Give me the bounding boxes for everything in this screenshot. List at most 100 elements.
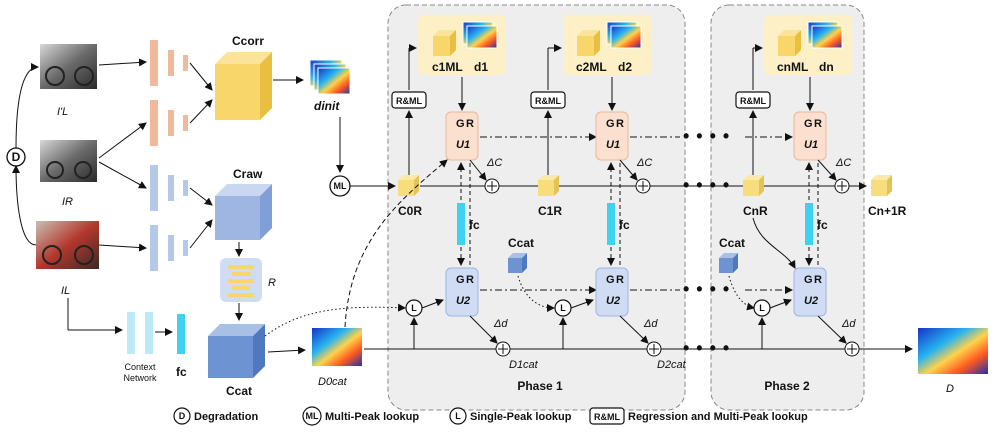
dotted-ccat-to-l2	[517, 275, 555, 312]
label-i-l: IL	[61, 285, 70, 297]
ellipsis-top: • • • •	[683, 126, 730, 146]
gru2-g-3: G	[804, 274, 813, 286]
label-dn: dn	[819, 60, 834, 74]
c0r-cube	[398, 175, 419, 196]
c1ml-cube	[433, 30, 456, 56]
gru1-block-1	[445, 111, 479, 161]
legend-symbol-rml	[589, 407, 625, 425]
fc-bar-3	[805, 203, 813, 245]
legend-symbol-l-text: L	[455, 411, 461, 421]
legend-symbol-ml	[302, 406, 322, 426]
legend-symbol-d-text: D	[179, 411, 186, 421]
gru1-block-2	[595, 111, 629, 161]
edge-ccat-to-d0cat	[267, 346, 306, 355]
label-c0r: C0R	[398, 204, 422, 218]
label-c-cat-phase2: Ccat	[719, 236, 745, 250]
degradation-node-label: D	[12, 150, 21, 164]
input-image-i-prime-l	[40, 44, 97, 89]
plus-node-disp-3	[844, 341, 860, 357]
rml-box-2	[530, 91, 566, 109]
gru2-u-2: U2	[606, 295, 620, 307]
d2-stack	[606, 21, 642, 49]
l-node-3-label: L	[759, 303, 765, 313]
legend-text-degradation: Degradation	[194, 411, 258, 423]
dotted-ccat-to-l3	[728, 275, 755, 311]
gru1-u-1: U1	[456, 139, 470, 151]
dashed-d0cat-to-gru1	[344, 159, 448, 328]
edge-gru2-1-to-plus	[469, 315, 498, 344]
legend-symbol-d	[173, 407, 191, 425]
label-c1r: C1R	[538, 204, 562, 218]
fc-encoder-bar	[177, 314, 185, 354]
gru2-r-1: R	[466, 274, 474, 286]
phase1-title: Phase 1	[517, 379, 563, 393]
gru2-g-2: G	[606, 274, 615, 286]
label-context-network-2: Network	[123, 373, 157, 383]
label-d1: d1	[474, 60, 488, 74]
label-fc-2: fc	[619, 218, 630, 232]
feature-extractor-orange	[150, 40, 188, 146]
legend-text-rml: Regression and Multi-Peak lookup	[628, 411, 808, 423]
plus-node-state-2	[635, 178, 651, 194]
label-refine: R	[268, 277, 276, 289]
label-c1ml: c1ML	[432, 60, 463, 74]
label-cnml: cnML	[777, 60, 808, 74]
rml-label-2: R&ML	[535, 96, 561, 106]
l-node-2-label: L	[560, 303, 566, 313]
delta-d-2: Δd	[643, 318, 658, 330]
edge-l1-to-gru2	[421, 298, 444, 309]
c-corr-cube	[215, 52, 272, 120]
gru2-block-3	[793, 267, 827, 317]
edge-il-to-d	[12, 165, 37, 246]
gru2-block-2	[595, 267, 629, 317]
fc-bar-1	[457, 203, 465, 245]
label-context-network-1: Context	[124, 362, 156, 372]
label-fc-1: fc	[469, 218, 480, 232]
rml-label-1: R&ML	[396, 96, 422, 106]
rml-box-1	[391, 91, 427, 109]
gru2-u-1: U2	[456, 295, 470, 307]
label-c-cat-encoder: Ccat	[226, 384, 252, 398]
context-network-bars	[127, 312, 153, 354]
label-c2ml: c2ML	[576, 60, 607, 74]
plus-node-state-1	[484, 178, 500, 194]
phase2-title: Phase 2	[764, 379, 810, 393]
label-output: D	[946, 383, 954, 395]
gru1-g-2: G	[606, 118, 615, 130]
label-d2cat: D2cat	[657, 359, 687, 371]
plus-node-disp-2	[646, 341, 662, 357]
label-d-init: dinit	[314, 99, 340, 113]
feature-extractor-blue	[150, 165, 188, 271]
fc-bar-2	[607, 203, 615, 245]
gru1-r-3: R	[814, 118, 822, 130]
edge-gru2-3-to-plus	[817, 315, 847, 344]
gru1-u-3: U1	[804, 139, 818, 151]
c1r-cube	[538, 175, 559, 196]
l-node-1-label: L	[411, 303, 417, 313]
gru2-g-1: G	[456, 274, 465, 286]
legend-symbol-l	[449, 407, 467, 425]
gru1-r-1: R	[466, 118, 474, 130]
label-cnr: CnR	[743, 204, 768, 218]
label-fc-3: fc	[817, 218, 828, 232]
d0cat-image	[312, 328, 362, 366]
c-cat-cube	[208, 324, 265, 378]
d-init-stack	[309, 59, 351, 95]
gru2-r-3: R	[814, 274, 822, 286]
gru2-u-3: U2	[804, 295, 818, 307]
delta-c-3: ΔC	[835, 157, 851, 169]
c-cat-cube-phase2	[719, 253, 738, 273]
plus-node-disp-1	[495, 341, 511, 357]
output-disparity-image	[918, 328, 988, 374]
edge-d-to-iprime	[15, 63, 39, 149]
delta-d-1: Δd	[493, 318, 508, 330]
gru2-r-2: R	[616, 274, 624, 286]
label-c-cat-phase1: Ccat	[508, 236, 534, 250]
ellipsis-state: • • • •	[683, 175, 730, 195]
delta-c-1: ΔC	[486, 157, 502, 169]
delta-c-2: ΔC	[636, 157, 652, 169]
legend-text-single-peak: Single-Peak lookup	[470, 411, 572, 423]
edge-gru1-1-to-plus	[469, 159, 487, 181]
input-image-i-r	[40, 140, 97, 182]
